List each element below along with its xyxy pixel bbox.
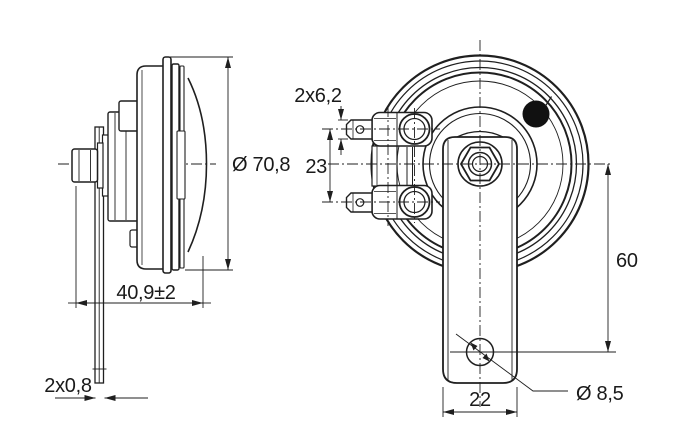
dim-label-body-depth: 40,9±2: [116, 282, 175, 304]
dim-terminal-spacing: 23: [305, 129, 333, 202]
dim-label-bracket-plate: 2x0,8: [44, 375, 92, 397]
front-terminals: [345, 111, 433, 220]
front-view: 2x6,2 23 60 22 Ø 8,5: [294, 40, 638, 417]
side-flange-plate: [162, 56, 172, 274]
side-hex-bolt: [71, 148, 99, 183]
terminal-lower-pin-hole: [355, 198, 365, 207]
dim-label-hole-diameter: Ø 8,5: [576, 383, 624, 405]
dim-mount-offset: 60: [450, 164, 638, 353]
side-washer-small: [96, 142, 104, 189]
dim-bracket-plate: 2x0,8: [44, 375, 148, 401]
dim-body-diameter: Ø 70,8: [169, 56, 291, 271]
front-locating-dot: [522, 96, 553, 128]
terminal-connector-body: [371, 145, 398, 187]
front-centerlines: [322, 40, 613, 407]
side-crimp-detail: [176, 130, 186, 200]
terminal-upper-pin: [345, 119, 373, 140]
terminal-upper-pin-hole: [355, 125, 365, 134]
terminal-lower-pin: [345, 192, 373, 213]
dim-label-bracket-width: 22: [469, 389, 491, 411]
dim-label-body-diameter: Ø 70,8: [232, 154, 290, 176]
side-body-cup: [136, 65, 169, 270]
side-view: Ø 70,8 40,9±2 2x0,8: [44, 56, 291, 401]
dim-body-depth: 40,9±2: [68, 186, 211, 308]
dim-terminal-width: 2x6,2: [294, 85, 348, 155]
dim-label-terminal-width: 2x6,2: [294, 85, 342, 107]
dim-bracket-width: 22: [442, 387, 518, 417]
dim-hole-diameter: Ø 8,5: [455, 333, 624, 405]
side-front-arc: [187, 77, 208, 253]
dim-label-terminal-spacing: 23: [305, 156, 327, 178]
dim-label-mount-offset: 60: [616, 250, 638, 272]
